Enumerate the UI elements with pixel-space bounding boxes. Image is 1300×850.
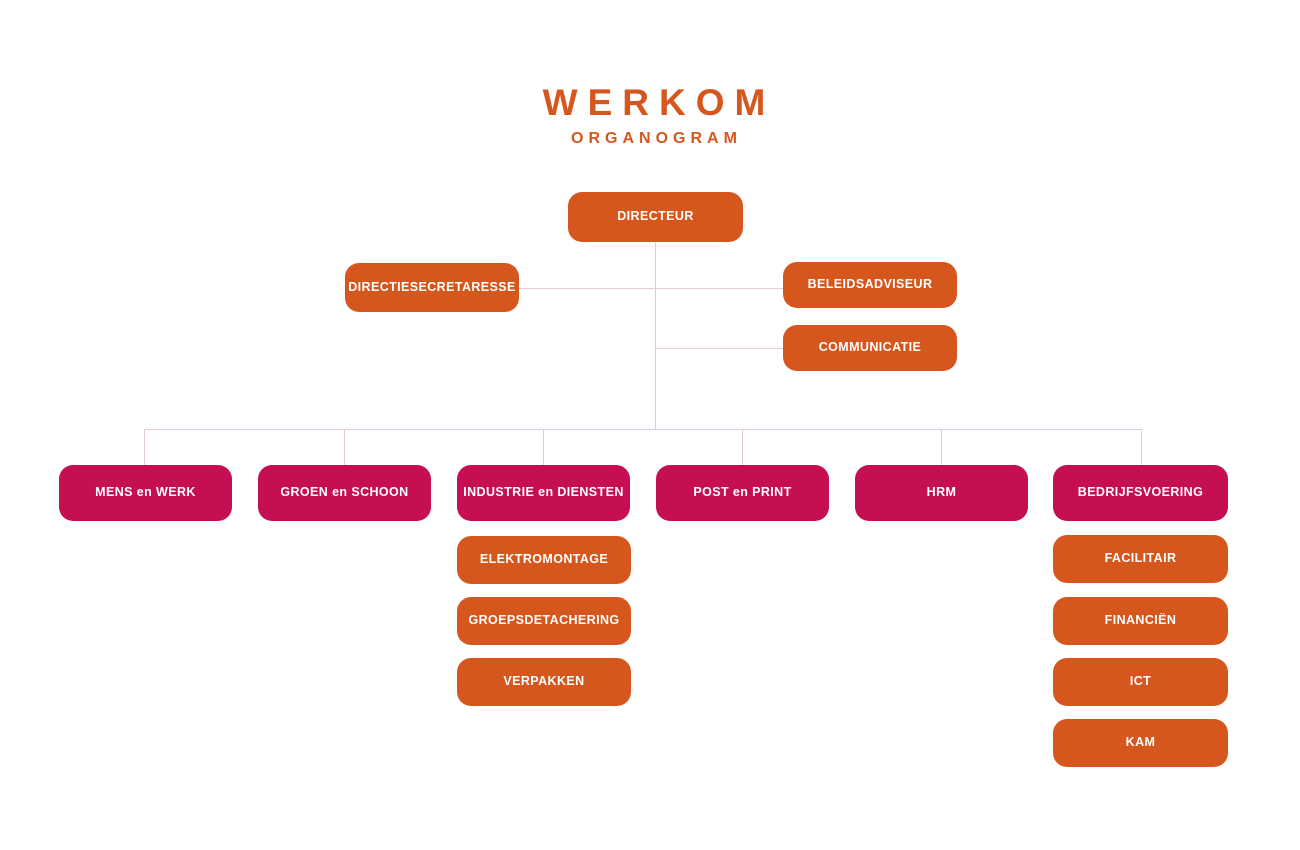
connector-drop-post-en-print xyxy=(742,429,743,465)
connector-communicatie-horizontal xyxy=(655,348,783,349)
node-ict: ICT xyxy=(1053,658,1228,706)
node-groen-en-schoon: GROEN en SCHOON xyxy=(258,465,431,521)
node-elektromontage: ELEKTROMONTAGE xyxy=(457,536,631,584)
node-industrie-en-diensten: INDUSTRIE en DIENSTEN xyxy=(457,465,630,521)
connector-drop-mens-en-werk xyxy=(144,429,145,465)
connector-drop-hrm xyxy=(941,429,942,465)
node-mens-en-werk: MENS en WERK xyxy=(59,465,232,521)
connector-directeur-vertical xyxy=(655,242,656,429)
node-verpakken: VERPAKKEN xyxy=(457,658,631,706)
title-block: WERKOM ORGANOGRAM xyxy=(0,84,1300,148)
node-groepsdetachering: GROEPSDETACHERING xyxy=(457,597,631,645)
node-communicatie: COMMUNICATIE xyxy=(783,325,957,371)
node-directiesecretaresse: DIRECTIESECRETARESSE xyxy=(345,263,519,312)
node-directeur: DIRECTEUR xyxy=(568,192,743,242)
connector-departments-horizontal xyxy=(144,429,1142,430)
connector-drop-groen-en-schoon xyxy=(344,429,345,465)
connector-drop-industrie-en-diensten xyxy=(543,429,544,465)
node-financien: FINANCIËN xyxy=(1053,597,1228,645)
node-facilitair: FACILITAIR xyxy=(1053,535,1228,583)
connector-drop-bedrijfsvoering xyxy=(1141,429,1142,465)
connector-staff-horizontal xyxy=(519,288,783,289)
page-title: ORGANOGRAM xyxy=(571,130,742,147)
node-bedrijfsvoering: BEDRIJFSVOERING xyxy=(1053,465,1228,521)
brand-title: WERKOM xyxy=(542,82,776,123)
node-hrm: HRM xyxy=(855,465,1028,521)
node-beleidsadviseur: BELEIDSADVISEUR xyxy=(783,262,957,308)
node-post-en-print: POST en PRINT xyxy=(656,465,829,521)
node-kam: KAM xyxy=(1053,719,1228,767)
